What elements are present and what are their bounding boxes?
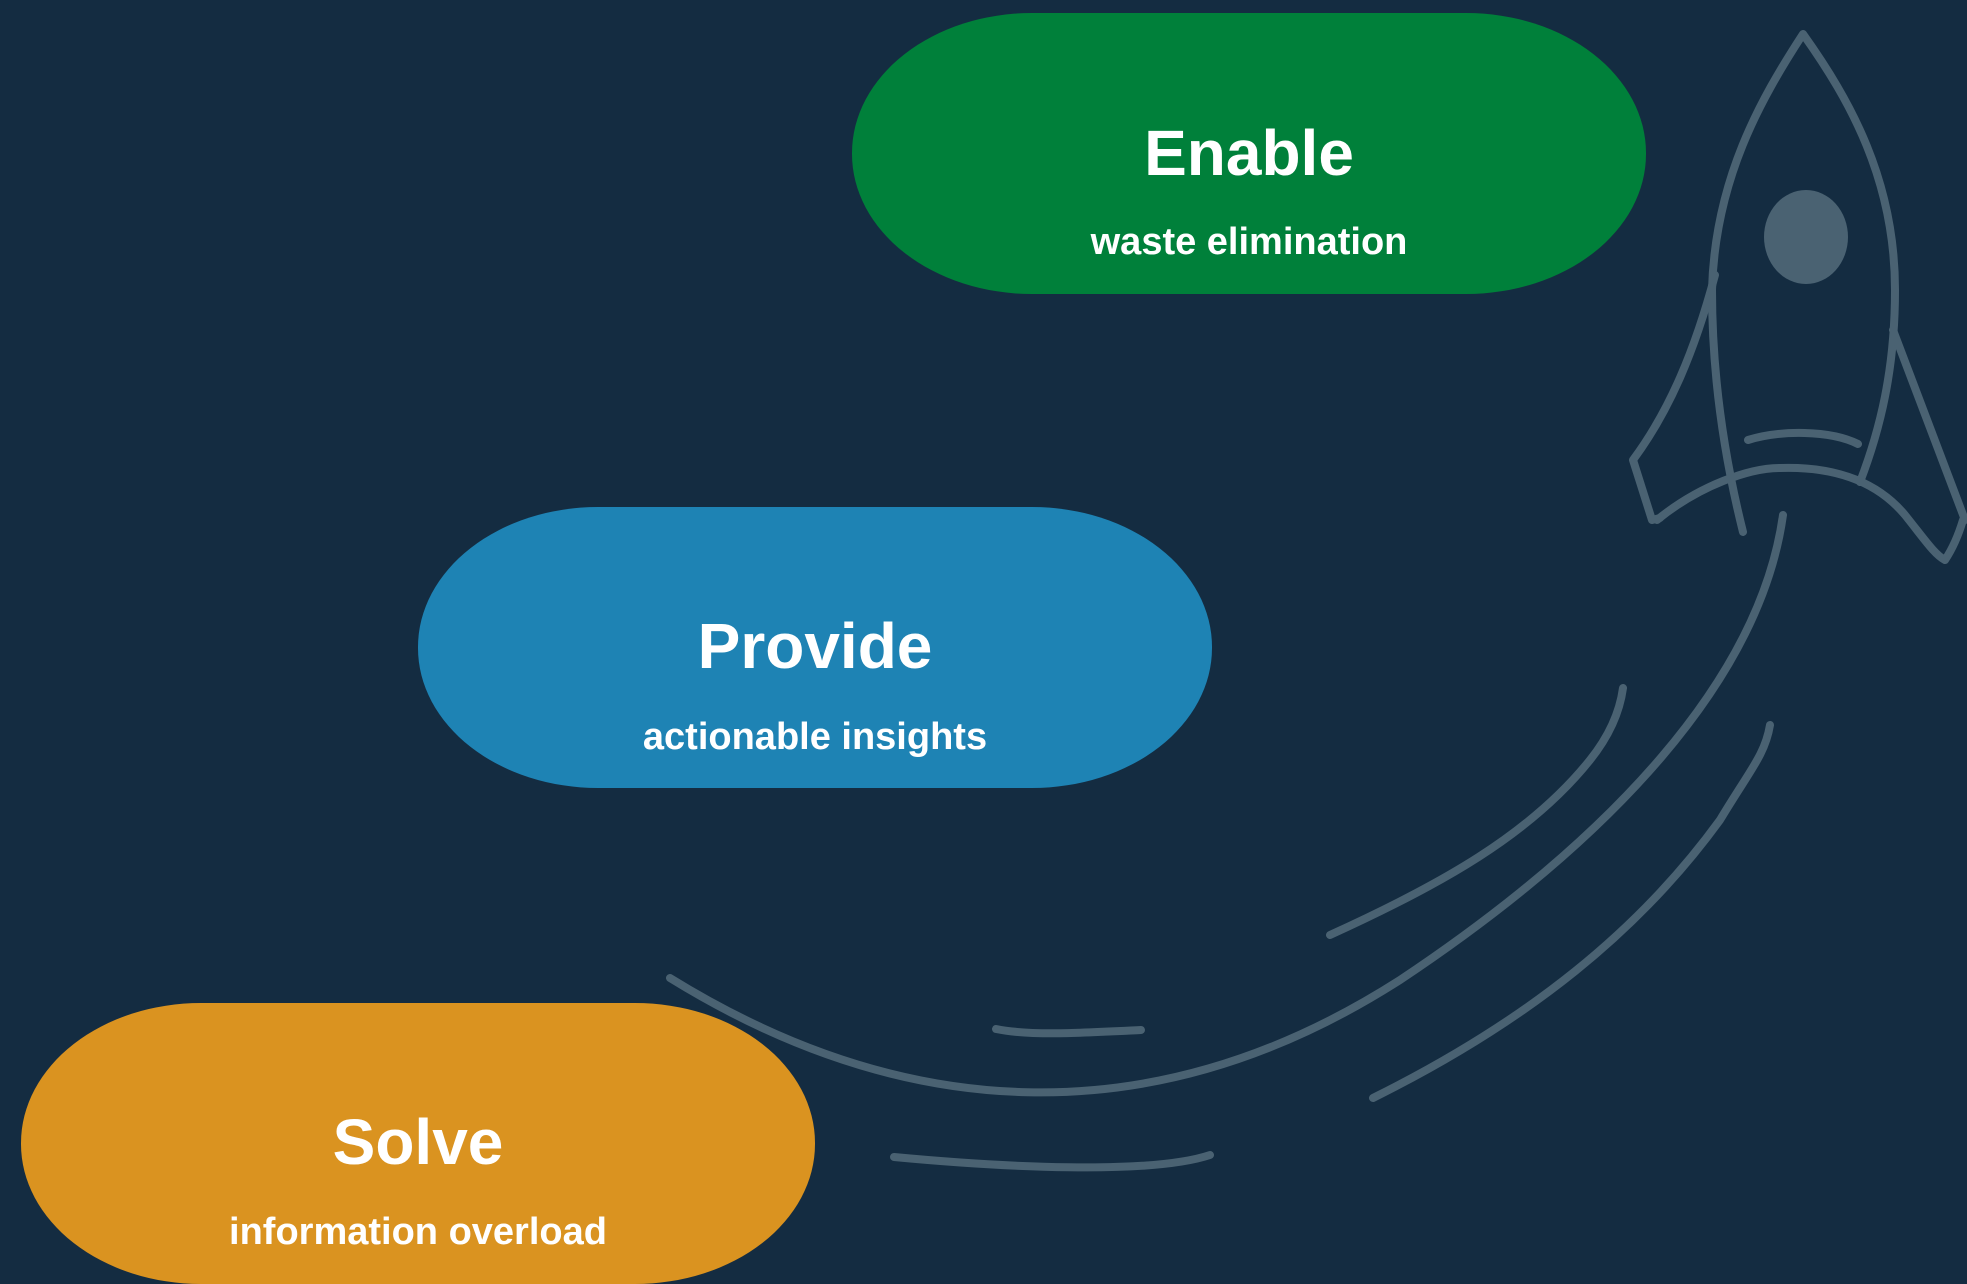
trail-dash-short <box>992 1025 1145 1038</box>
provide-subtitle: actionable insights <box>642 716 988 758</box>
solve-title: Solve <box>332 1106 504 1178</box>
rocket-body <box>1708 30 1899 536</box>
solve-subtitle: information overload <box>229 1211 607 1253</box>
solve-pill: Solve information overload <box>21 1003 815 1284</box>
provide-title: Provide <box>697 610 933 682</box>
trail-line-lower <box>1369 721 1774 1102</box>
rocket-fin-right <box>1889 326 1967 524</box>
trail-line-upper <box>1326 684 1627 939</box>
main-trail-line <box>666 511 1787 1097</box>
rocket-fin-left <box>1629 271 1719 524</box>
enable-subtitle: waste elimination <box>1090 221 1408 263</box>
rocket-base <box>1653 463 1967 564</box>
rocket-nozzle <box>1744 428 1862 448</box>
provide-pill: Provide actionable insights <box>418 507 1212 788</box>
enable-title: Enable <box>1144 117 1354 189</box>
trail-dash-bottom <box>890 1151 1214 1172</box>
enable-pill: Enable waste elimination <box>852 13 1646 294</box>
rocket-window <box>1764 190 1848 284</box>
